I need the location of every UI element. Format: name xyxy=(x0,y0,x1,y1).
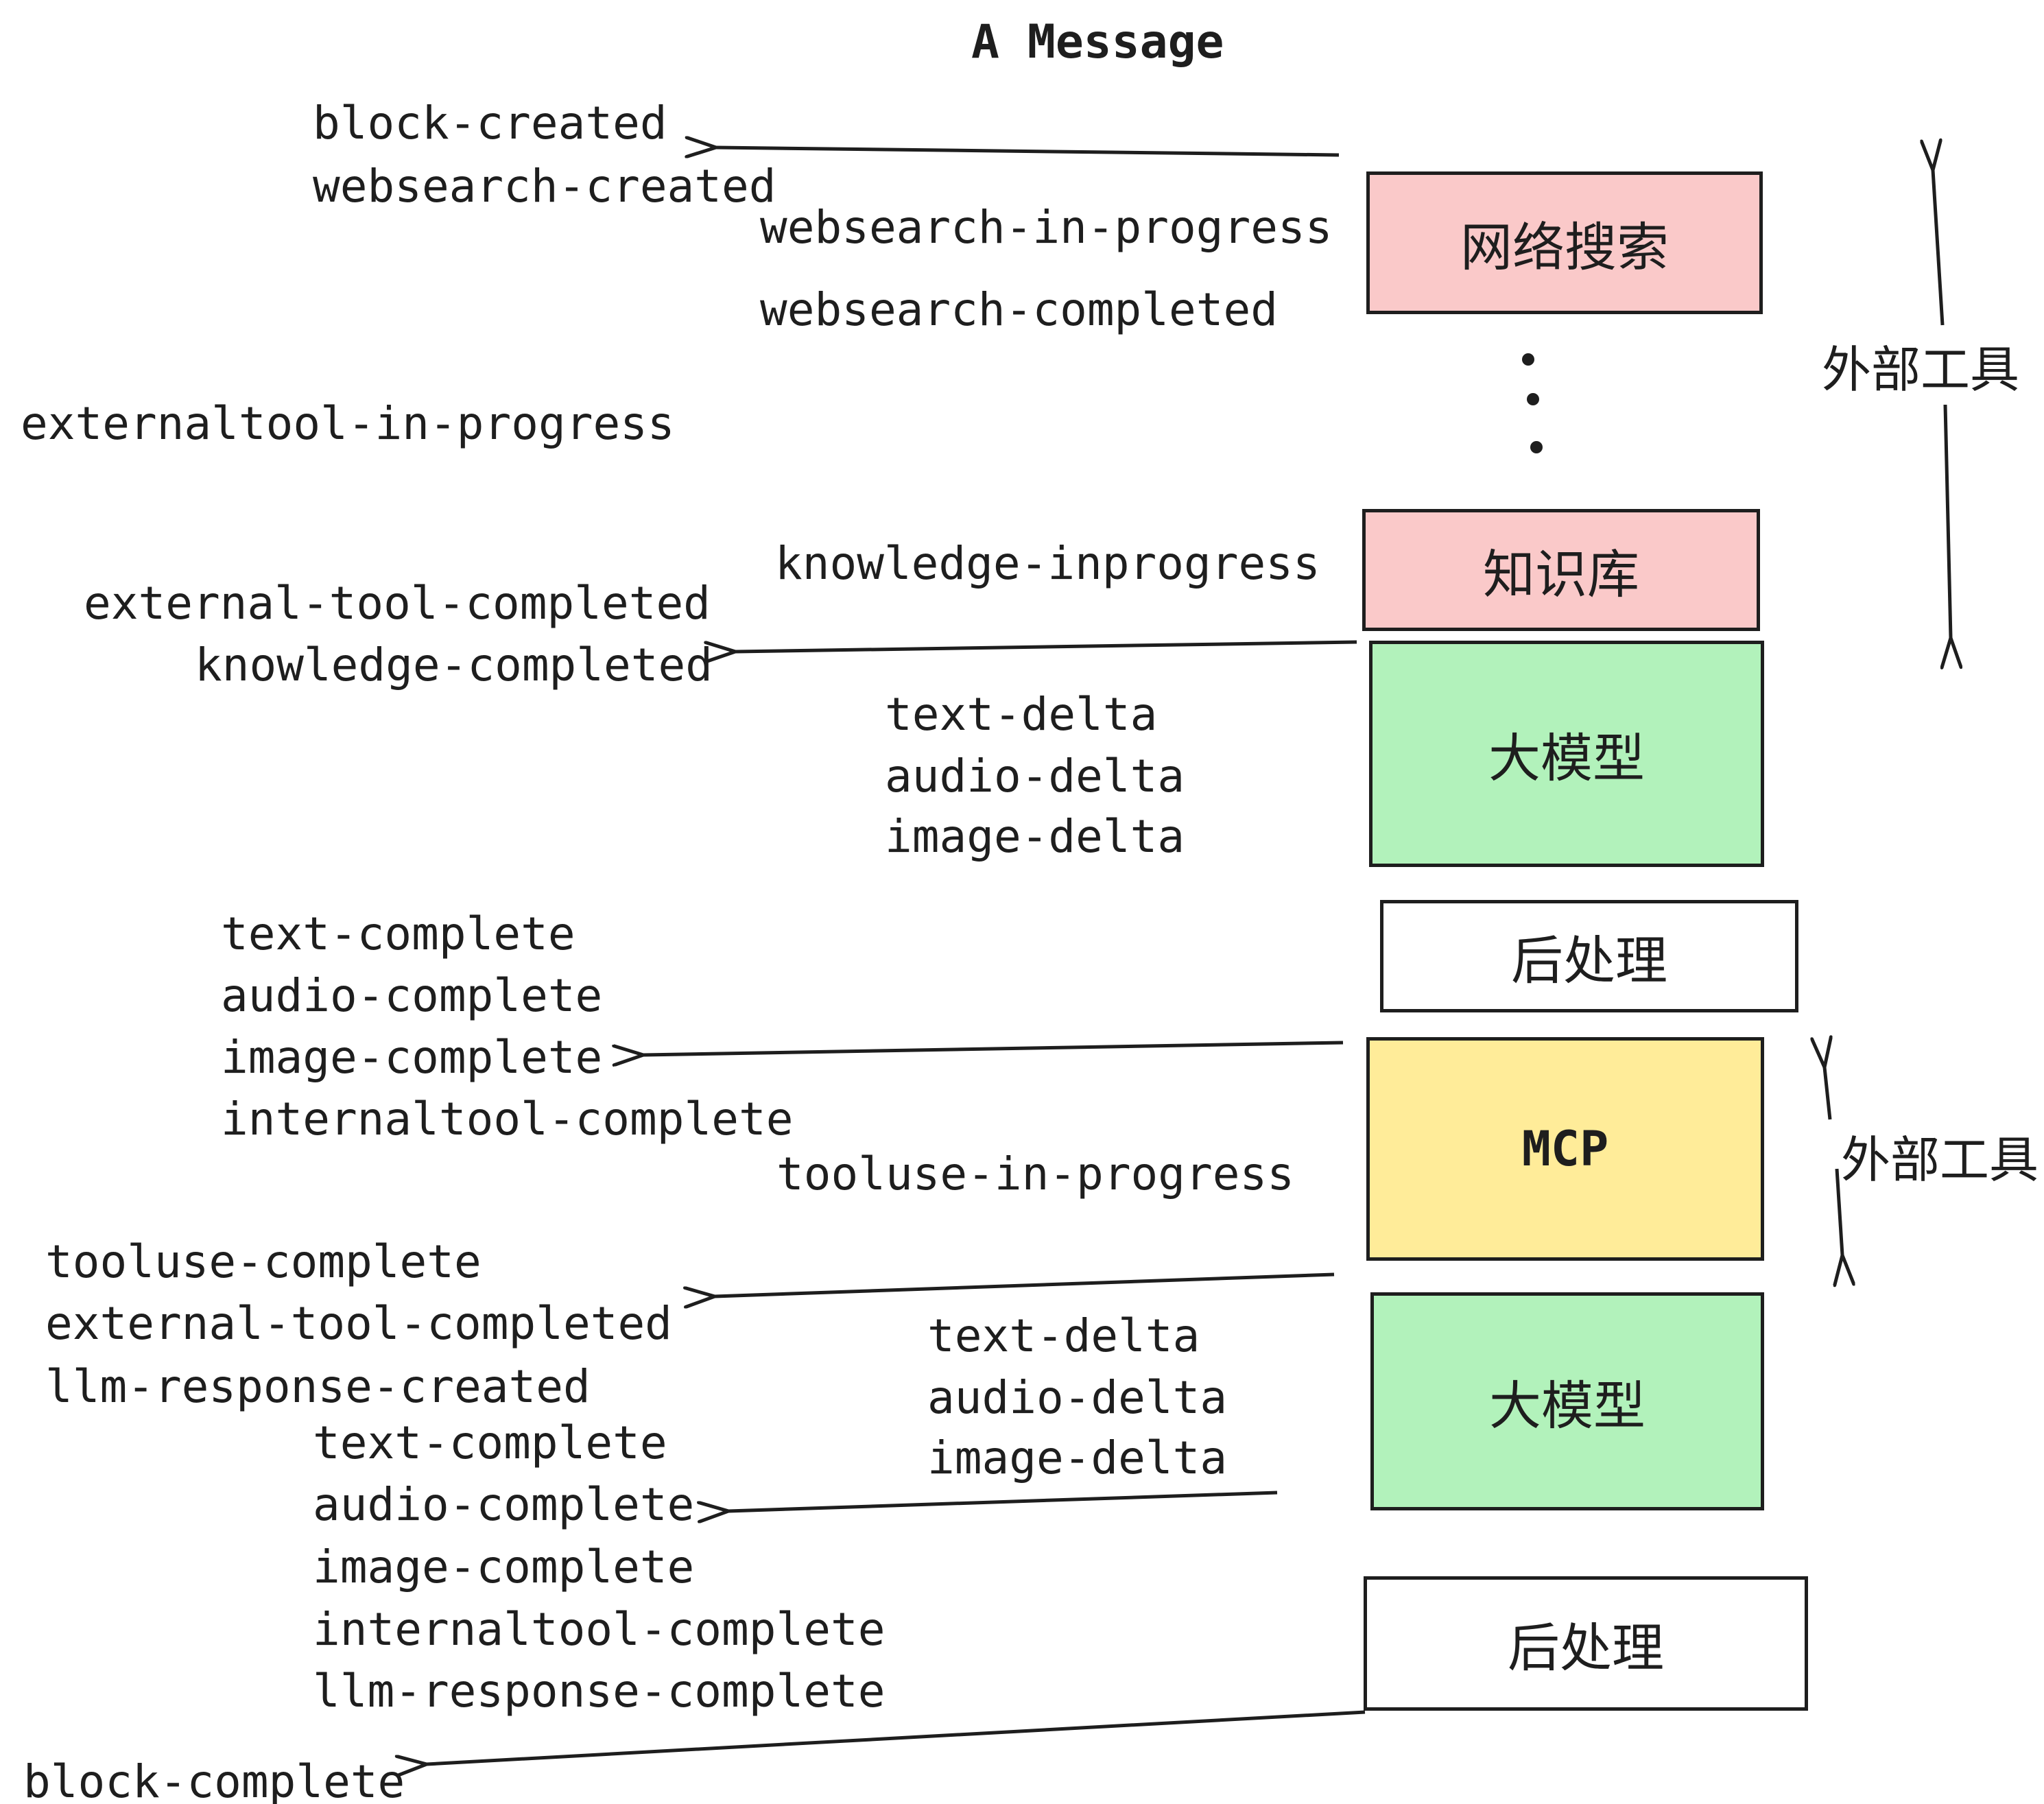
box-llm-1-label: 大模型 xyxy=(1488,730,1645,788)
arrow-knowledge-completed xyxy=(735,640,1357,652)
box-websearch: 网络搜索 xyxy=(1366,171,1763,314)
event-llm-response-created: llm-response-created xyxy=(45,1360,591,1413)
box-llm-1: 大模型 xyxy=(1369,641,1764,867)
box-postprocess-1-label: 后处理 xyxy=(1511,932,1667,990)
external-tools-label-top: 外部工具 xyxy=(1822,343,2020,398)
arrow-image-complete xyxy=(643,1041,1344,1055)
event-internaltool-complete-2: internaltool-complete xyxy=(313,1603,886,1656)
arrow-tooluse-complete xyxy=(715,1272,1335,1296)
event-image-delta-2: image-delta xyxy=(927,1432,1228,1484)
box-llm-2-label: 大模型 xyxy=(1489,1377,1645,1436)
event-audio-delta-2: audio-delta xyxy=(927,1371,1228,1424)
event-tooluse-complete: tooluse-complete xyxy=(45,1235,482,1288)
event-image-delta-1: image-delta xyxy=(885,810,1185,863)
box-postprocess-2: 后处理 xyxy=(1364,1576,1808,1711)
diagram-title: A Message xyxy=(971,15,1224,69)
box-mcp: MCP xyxy=(1366,1037,1764,1261)
event-internaltool-complete-1: internaltool-complete xyxy=(221,1093,794,1146)
arrow-external-tools-top-up xyxy=(1933,170,1945,326)
event-knowledge-inprogress: knowledge-inprogress xyxy=(775,537,1320,590)
box-llm-2: 大模型 xyxy=(1370,1292,1764,1510)
event-websearch-created: websearch-created xyxy=(313,160,776,213)
event-websearch-in-progress: websearch-in-progress xyxy=(760,201,1333,254)
box-postprocess-2-label: 后处理 xyxy=(1508,1619,1664,1678)
arrow-external-tools-bottom-up xyxy=(1825,1067,1830,1120)
event-audio-delta-1: audio-delta xyxy=(885,750,1185,803)
arrow-block-created xyxy=(716,147,1340,155)
event-audio-complete-1: audio-complete xyxy=(221,969,603,1022)
event-text-complete-1: text-complete xyxy=(221,907,575,960)
box-postprocess-1: 后处理 xyxy=(1380,900,1798,1012)
arrow-external-tools-bottom-down xyxy=(1837,1168,1842,1255)
arrow-block-complete xyxy=(427,1710,1366,1764)
box-mcp-label: MCP xyxy=(1521,1121,1609,1177)
event-llm-response-complete: llm-response-complete xyxy=(313,1665,886,1718)
event-knowledge-completed: knowledge-completed xyxy=(195,639,713,691)
event-image-complete-2: image-complete xyxy=(313,1541,695,1593)
event-tooluse-in-progress: tooluse-in-progress xyxy=(776,1148,1294,1200)
event-external-tool-completed-1: external-tool-completed xyxy=(84,577,711,630)
ellipsis-dot xyxy=(1522,353,1534,366)
ellipsis-dot xyxy=(1530,441,1543,453)
event-audio-complete-2: audio-complete xyxy=(313,1478,695,1531)
event-image-complete-1: image-complete xyxy=(221,1031,603,1084)
ellipsis-dot xyxy=(1527,393,1539,405)
event-websearch-completed: websearch-completed xyxy=(760,283,1278,336)
event-block-created: block-created xyxy=(313,97,667,150)
box-websearch-label: 网络搜索 xyxy=(1460,219,1669,277)
event-text-delta-1: text-delta xyxy=(885,688,1158,741)
box-knowledge-base: 知识库 xyxy=(1362,509,1760,631)
external-tools-label-bottom: 外部工具 xyxy=(1841,1133,2039,1188)
arrow-external-tools-top-down xyxy=(1945,404,1951,638)
box-knowledge-label: 知识库 xyxy=(1483,546,1639,604)
event-external-tool-completed-2: external-tool-completed xyxy=(45,1297,672,1350)
event-text-complete-2: text-complete xyxy=(313,1416,667,1469)
event-text-delta-2: text-delta xyxy=(927,1309,1200,1362)
arrow-audio-complete xyxy=(728,1491,1278,1511)
event-block-complete: block-complete xyxy=(23,1755,405,1804)
event-externaltool-in-progress: externaltool-in-progress xyxy=(21,397,675,450)
